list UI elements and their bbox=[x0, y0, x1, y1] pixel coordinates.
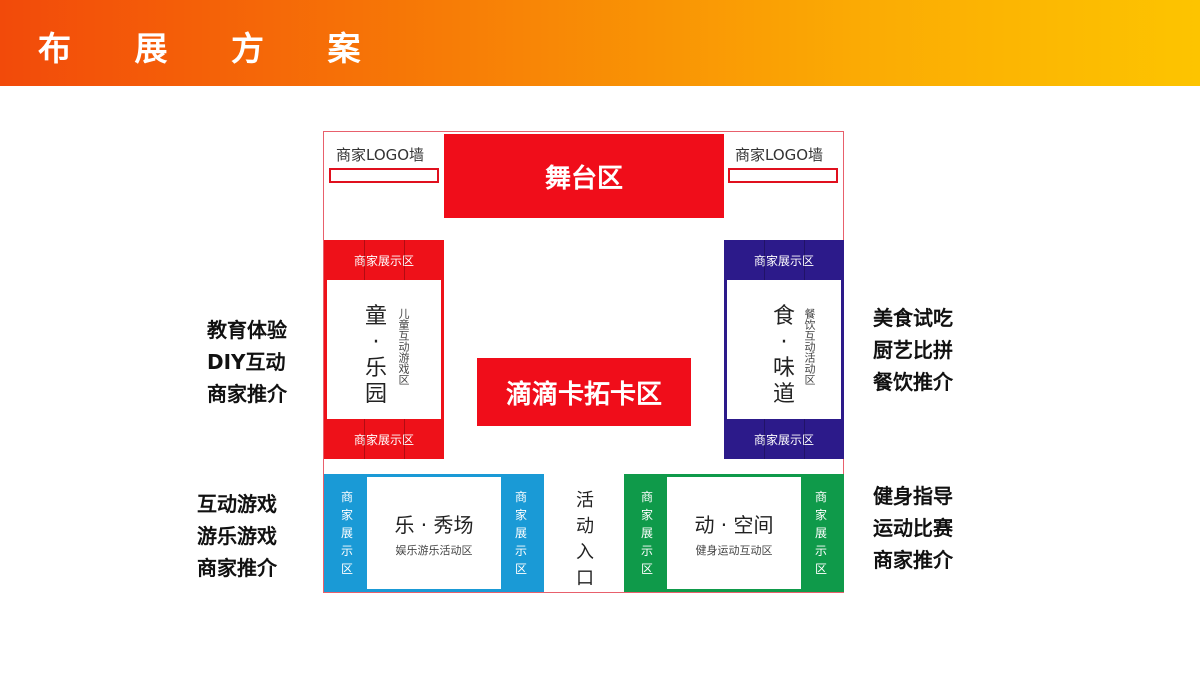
strip-divider bbox=[764, 240, 765, 280]
strip-label: 商家展示区 bbox=[753, 253, 814, 268]
activity-entrance: 活动入口 bbox=[576, 490, 594, 589]
punch-card-label: 滴滴卡拓卡区 bbox=[505, 379, 662, 410]
strip-divider bbox=[804, 240, 805, 280]
annotation-line: 商家推介 bbox=[873, 548, 953, 572]
page-title: 布 展 方 案 bbox=[38, 29, 387, 68]
annotation-line: 教育体验 bbox=[207, 318, 287, 342]
annotation-line: 互动游戏 bbox=[197, 492, 277, 516]
title-char: 园 bbox=[364, 382, 387, 407]
kids-zone-title: 童 · 乐 园 bbox=[363, 304, 389, 408]
sport-zone: 商家展示区 动 · 空间 健身运动互动区 商家展示区 bbox=[624, 474, 844, 592]
sport-zone-subtitle: 健身运动互动区 bbox=[695, 543, 773, 557]
food-zone-subtitle: 餐饮互动活动区 bbox=[803, 308, 816, 385]
kids-bottom-merchant-strip: 商家展示区 bbox=[324, 419, 444, 459]
stage-area: 舞台区 bbox=[444, 134, 724, 218]
sport-zone-center: 动 · 空间 健身运动互动区 bbox=[667, 477, 801, 589]
show-zone-center: 乐 · 秀场 娱乐游乐活动区 bbox=[367, 477, 501, 589]
logo-wall-left-label: 商家LOGO墙 bbox=[336, 146, 425, 164]
annotation-left-bottom: 互动游戏 游乐游戏 商家推介 bbox=[197, 488, 277, 584]
logo-wall-right-label: 商家LOGO墙 bbox=[735, 146, 824, 164]
show-zone: 商家展示区 乐 · 秀场 娱乐游乐活动区 商家展示区 bbox=[324, 474, 544, 592]
food-top-merchant-strip: 商家展示区 bbox=[724, 240, 844, 280]
kids-zone: 童 · 乐 园 儿童互动游戏区 bbox=[324, 280, 444, 419]
strip-divider bbox=[364, 240, 365, 280]
logo-wall-left-bar bbox=[329, 168, 439, 183]
annotation-line: 商家推介 bbox=[207, 382, 287, 406]
annotation-line: DIY互动 bbox=[207, 350, 286, 374]
strip-divider bbox=[404, 419, 405, 459]
strip-divider bbox=[404, 240, 405, 280]
annotation-right-top: 美食试吃 厨艺比拼 餐饮推介 bbox=[873, 302, 953, 398]
title-char: 乐 bbox=[364, 356, 387, 381]
kids-top-merchant-strip: 商家展示区 bbox=[324, 240, 444, 280]
logo-wall-right-bar bbox=[728, 168, 838, 183]
strip-label: 商家展示区 bbox=[640, 490, 653, 576]
show-zone-subtitle: 娱乐游乐活动区 bbox=[395, 543, 473, 557]
food-zone: 食 · 味 道 餐饮互动活动区 bbox=[724, 280, 844, 419]
kids-zone-subtitle: 儿童互动游戏区 bbox=[397, 308, 410, 385]
sport-zone-left-merchant-strip: 商家展示区 bbox=[627, 477, 667, 589]
strip-label: 商家展示区 bbox=[353, 432, 414, 447]
annotation-line: 美食试吃 bbox=[873, 306, 953, 330]
annotation-line: 餐饮推介 bbox=[873, 370, 953, 394]
strip-divider bbox=[804, 419, 805, 459]
annotation-line: 商家推介 bbox=[197, 556, 277, 580]
strip-label: 商家展示区 bbox=[353, 253, 414, 268]
title-char: · bbox=[780, 330, 788, 355]
annotation-line: 运动比赛 bbox=[873, 516, 953, 540]
strip-divider bbox=[364, 419, 365, 459]
venue-floor-plan: 商家LOGO墙 商家LOGO墙 舞台区 商家展示区 童 · 乐 园 儿童互动游戏… bbox=[323, 131, 844, 593]
title-char: · bbox=[372, 330, 380, 355]
strip-divider bbox=[764, 419, 765, 459]
annotation-line: 健身指导 bbox=[873, 484, 953, 508]
show-zone-title: 乐 · 秀场 bbox=[394, 512, 474, 537]
stage-label: 舞台区 bbox=[544, 163, 623, 194]
show-zone-left-merchant-strip: 商家展示区 bbox=[327, 477, 367, 589]
punch-card-area: 滴滴卡拓卡区 bbox=[477, 358, 691, 426]
header-banner: 布 展 方 案 bbox=[0, 0, 1200, 86]
strip-label: 商家展示区 bbox=[753, 432, 814, 447]
title-char: 味 bbox=[772, 356, 795, 381]
annotation-line: 游乐游戏 bbox=[197, 524, 277, 548]
annotation-right-bottom: 健身指导 运动比赛 商家推介 bbox=[873, 480, 953, 576]
title-char: 道 bbox=[772, 382, 795, 407]
strip-label: 商家展示区 bbox=[514, 490, 527, 576]
annotation-left-top: 教育体验 DIY互动 商家推介 bbox=[207, 314, 287, 410]
title-char: 童 bbox=[364, 304, 387, 329]
strip-label: 商家展示区 bbox=[814, 490, 827, 576]
sport-zone-right-merchant-strip: 商家展示区 bbox=[801, 477, 841, 589]
title-char: 食 bbox=[772, 304, 795, 329]
food-bottom-merchant-strip: 商家展示区 bbox=[724, 419, 844, 459]
strip-label: 商家展示区 bbox=[340, 490, 353, 576]
food-zone-title: 食 · 味 道 bbox=[771, 304, 797, 408]
sport-zone-title: 动 · 空间 bbox=[694, 512, 774, 537]
show-zone-right-merchant-strip: 商家展示区 bbox=[501, 477, 541, 589]
annotation-line: 厨艺比拼 bbox=[873, 338, 953, 362]
